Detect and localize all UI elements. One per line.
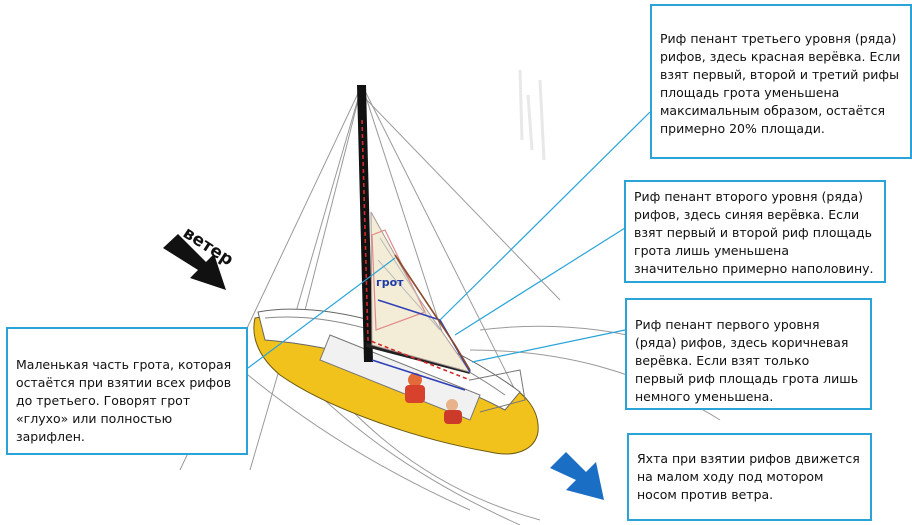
crew: [405, 373, 462, 424]
reef1-callout: Риф пенант первого уровня (ряда) рифов, …: [625, 298, 872, 410]
yacht-hull: [253, 308, 539, 455]
leader-lines: [247, 111, 651, 369]
wind-arrow: [163, 234, 226, 290]
motion-arrow: [550, 452, 604, 500]
reef3-callout: Риф пенант третьего уровня (ряда) рифов,…: [650, 4, 912, 159]
reef2-callout: Риф пенант второго уровня (ряда) рифов, …: [624, 180, 886, 283]
background-strokes: [518, 69, 546, 161]
fully-reefed-callout: Маленькая часть грота, которая остаётся …: [6, 327, 248, 455]
mainsail-label: грот: [376, 276, 404, 289]
motor-callout: Яхта при взятии рифов движется на малом …: [627, 433, 872, 521]
